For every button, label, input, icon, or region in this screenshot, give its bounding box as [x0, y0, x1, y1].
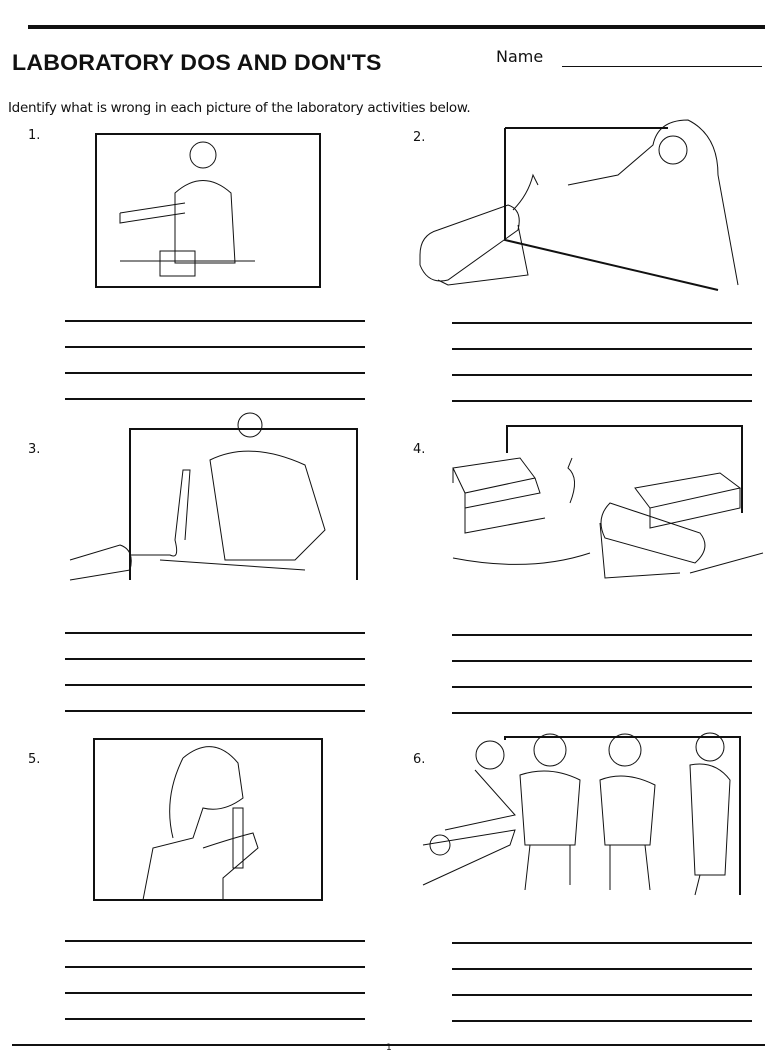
- item-number-1: 1.: [28, 128, 41, 143]
- answer-line[interactable]: [65, 992, 365, 994]
- answer-line[interactable]: [65, 966, 365, 968]
- answer-line[interactable]: [452, 942, 752, 944]
- picture-6-students-horseplay: [420, 725, 755, 900]
- answer-line[interactable]: [452, 348, 752, 350]
- bottom-rule: [12, 1044, 765, 1046]
- picture-1-student-pouring: [95, 133, 321, 288]
- picture-3-heating-test-tube: [65, 410, 360, 585]
- answer-line[interactable]: [452, 1020, 752, 1022]
- name-label: Name: [496, 47, 544, 66]
- item-number-2: 2.: [413, 130, 426, 145]
- item-number-6: 6.: [413, 752, 426, 767]
- answer-line[interactable]: [65, 372, 365, 374]
- answer-line[interactable]: [65, 684, 365, 686]
- answer-line[interactable]: [452, 686, 752, 688]
- picture-2-burner-lighting: [418, 115, 763, 295]
- answer-line[interactable]: [452, 994, 752, 996]
- answer-line[interactable]: [65, 710, 365, 712]
- name-field[interactable]: [562, 66, 762, 67]
- answer-line[interactable]: [452, 374, 752, 376]
- answer-line[interactable]: [452, 712, 752, 714]
- answer-line[interactable]: [65, 632, 365, 634]
- answer-line[interactable]: [65, 398, 365, 400]
- answer-line[interactable]: [65, 346, 365, 348]
- item-number-5: 5.: [28, 752, 41, 767]
- answer-line[interactable]: [65, 1018, 365, 1020]
- answer-line[interactable]: [452, 968, 752, 970]
- page-title: LABORATORY DOS AND DON'TS: [12, 50, 382, 75]
- page-number: 1: [386, 1043, 392, 1053]
- item-number-3: 3.: [28, 442, 41, 457]
- item-number-4: 4.: [413, 442, 426, 457]
- answer-line[interactable]: [65, 320, 365, 322]
- picture-5-smelling-test-tube: [93, 738, 323, 903]
- answer-line[interactable]: [65, 658, 365, 660]
- answer-line[interactable]: [452, 400, 752, 402]
- instructions: Identify what is wrong in each picture o…: [8, 100, 471, 116]
- answer-line[interactable]: [65, 940, 365, 942]
- answer-line[interactable]: [452, 322, 752, 324]
- top-rule: [28, 25, 765, 29]
- answer-line[interactable]: [452, 634, 752, 636]
- picture-4-burner-near-books: [450, 423, 765, 588]
- answer-line[interactable]: [452, 660, 752, 662]
